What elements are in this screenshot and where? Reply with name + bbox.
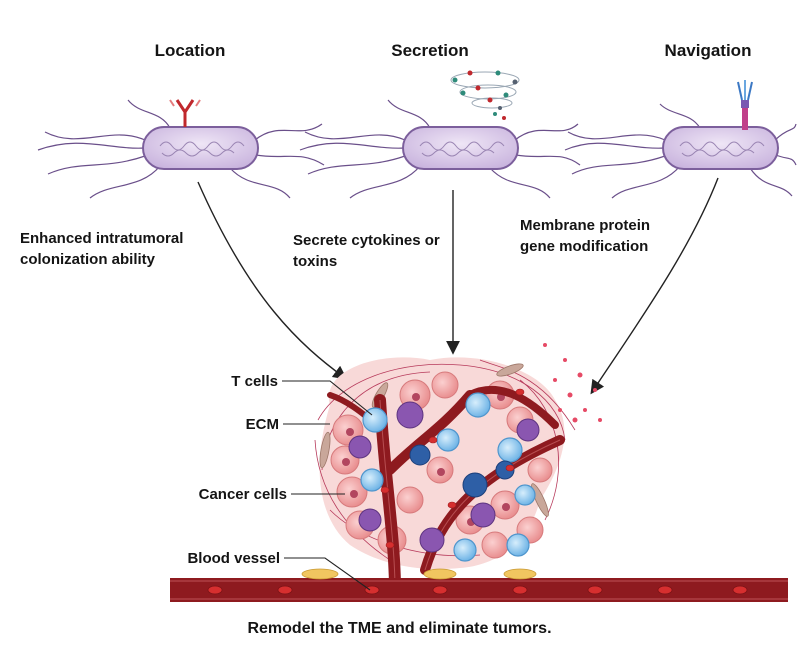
label-blood-vessel: Blood vessel — [187, 550, 280, 567]
label-t-cells: T cells — [231, 373, 278, 390]
bacterium-navigation — [564, 103, 797, 199]
strategy-title-secretion: Secretion — [391, 41, 469, 60]
label-cancer-cells: Cancer cells — [198, 486, 287, 503]
antibody-receptor-icon — [169, 99, 201, 127]
main-blood-vessel — [170, 568, 788, 602]
label-leaders — [282, 380, 373, 591]
strategy-desc-navigation: Membrane protein gene modification — [520, 217, 651, 255]
label-ecm: ECM — [245, 416, 279, 433]
secreted-particles — [543, 343, 602, 423]
tumor-mass — [314, 343, 602, 596]
membrane-protein-icon — [737, 80, 753, 130]
strategy-title-navigation: Navigation — [664, 41, 752, 60]
bacterium-location — [37, 99, 325, 199]
figure-caption: Remodel the TME and eliminate tumors. — [247, 620, 552, 637]
strategy-desc-location: Enhanced intratumoral colonization abili… — [20, 230, 184, 268]
secreted-molecules-icon — [450, 70, 520, 120]
arrow-location — [197, 181, 348, 380]
strategy-desc-secretion: Secrete cytokines or toxins — [293, 232, 440, 270]
strategy-title-location: Location — [154, 41, 226, 60]
t-cells — [360, 392, 536, 562]
immune-cells — [348, 401, 540, 553]
arrow-navigation — [590, 177, 719, 395]
bacterium-secretion — [299, 99, 581, 199]
